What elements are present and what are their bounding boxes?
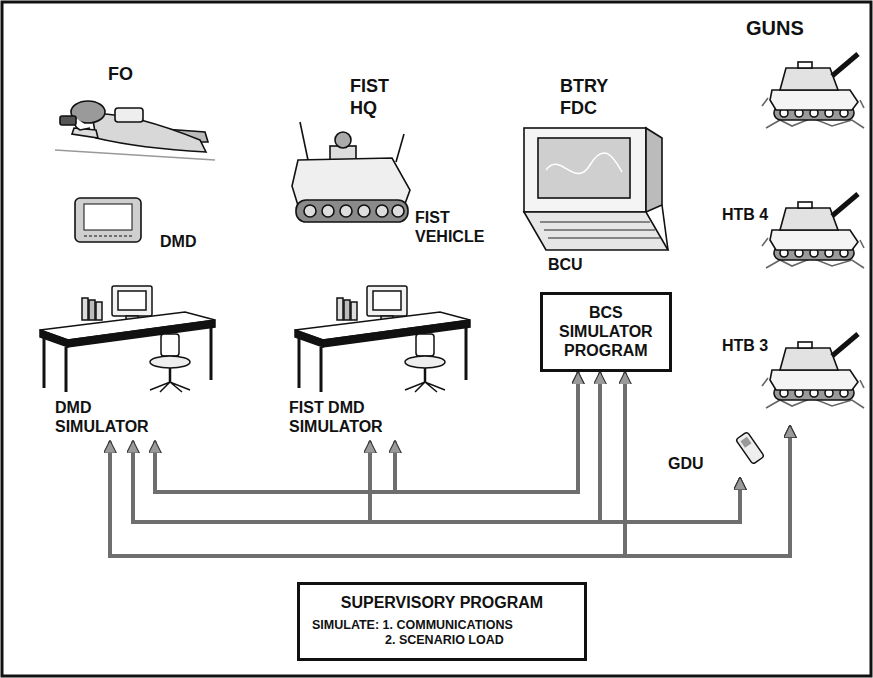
forward-observer-figure: [55, 101, 215, 160]
fist-vehicle: [296, 200, 408, 222]
forward-observer-figure: [115, 108, 143, 122]
dmd-device: [75, 198, 141, 242]
bcu-terminal: [524, 128, 668, 250]
forward-observer-figure: [92, 114, 206, 152]
bcu-terminal: [540, 222, 660, 238]
comm-link: [155, 373, 578, 492]
simulator-station: FIST DMD SIMULATOR: [285, 290, 460, 440]
node-text: DMD SIMULATOR: [55, 398, 149, 436]
comm-link: [370, 441, 740, 522]
node-text: SUPERVISORY PROGRAM: [312, 593, 572, 612]
node-text: 2. SCENARIO LOAD: [385, 633, 572, 648]
station-label: HTB 3: [722, 336, 768, 355]
howitzer: [762, 194, 864, 268]
fist-vehicle: [322, 205, 334, 217]
comm-link: [600, 373, 740, 522]
forward-observer-figure: [75, 118, 90, 130]
node-text: SIMULATE: 1. COMMUNICATIONS: [312, 618, 572, 633]
dmd-device: [84, 204, 132, 230]
fist-vehicle: [392, 205, 404, 217]
simulator-desk: [295, 286, 470, 392]
node-text: GDU: [668, 454, 774, 473]
bcu-terminal: [662, 205, 668, 250]
bcu-terminal: [538, 138, 630, 198]
dmd-device: [84, 236, 132, 237]
fist-vehicle: [292, 122, 410, 222]
station-label: DMD: [160, 232, 196, 251]
simulator-station: DMD SIMULATOR: [45, 290, 220, 440]
dmd-device: [75, 198, 141, 242]
forward-observer-figure: [60, 116, 76, 125]
bcu-terminal: [646, 128, 662, 212]
node-text: BCS SIMULATOR PROGRAM: [559, 303, 653, 361]
comm-link: [625, 373, 790, 556]
comm-link: [133, 441, 740, 522]
bcu-terminal: [524, 212, 668, 250]
comm-link: [110, 426, 790, 556]
program-box: SUPERVISORY PROGRAM SIMULATE: 1. COMMUNIC…: [297, 582, 587, 661]
fist-vehicle: [358, 205, 370, 217]
simulator-desk: [40, 286, 215, 392]
node-text: GUNS: [746, 16, 872, 40]
bcu-terminal: [546, 153, 622, 174]
node-text: FIST DMD SIMULATOR: [289, 398, 399, 436]
fist-vehicle: [340, 205, 352, 217]
bcu-terminal: [524, 128, 646, 212]
gdu-icon: [736, 432, 765, 465]
gdu-icon: [736, 432, 765, 465]
station-label: HTB 4: [722, 205, 768, 224]
program-box: BCS SIMULATOR PROGRAM: [540, 292, 672, 372]
station-label: BCU: [548, 255, 583, 274]
howitzer: [762, 334, 864, 408]
gdu-device: GDU: [660, 428, 774, 477]
fist-vehicle: [335, 132, 351, 148]
station-label: BTRY FDC: [560, 76, 608, 119]
station-label: FIST HQ: [350, 76, 389, 119]
fist-vehicle: [396, 134, 404, 162]
fist-vehicle: [304, 205, 316, 217]
comm-link: [395, 373, 578, 492]
fist-vehicle: [300, 122, 308, 160]
station-label: FIST VEHICLE: [415, 208, 484, 246]
fist-vehicle: [376, 205, 388, 217]
station-label: FO: [108, 64, 133, 86]
howitzer: [762, 54, 864, 128]
gdu-icon: [740, 437, 751, 448]
